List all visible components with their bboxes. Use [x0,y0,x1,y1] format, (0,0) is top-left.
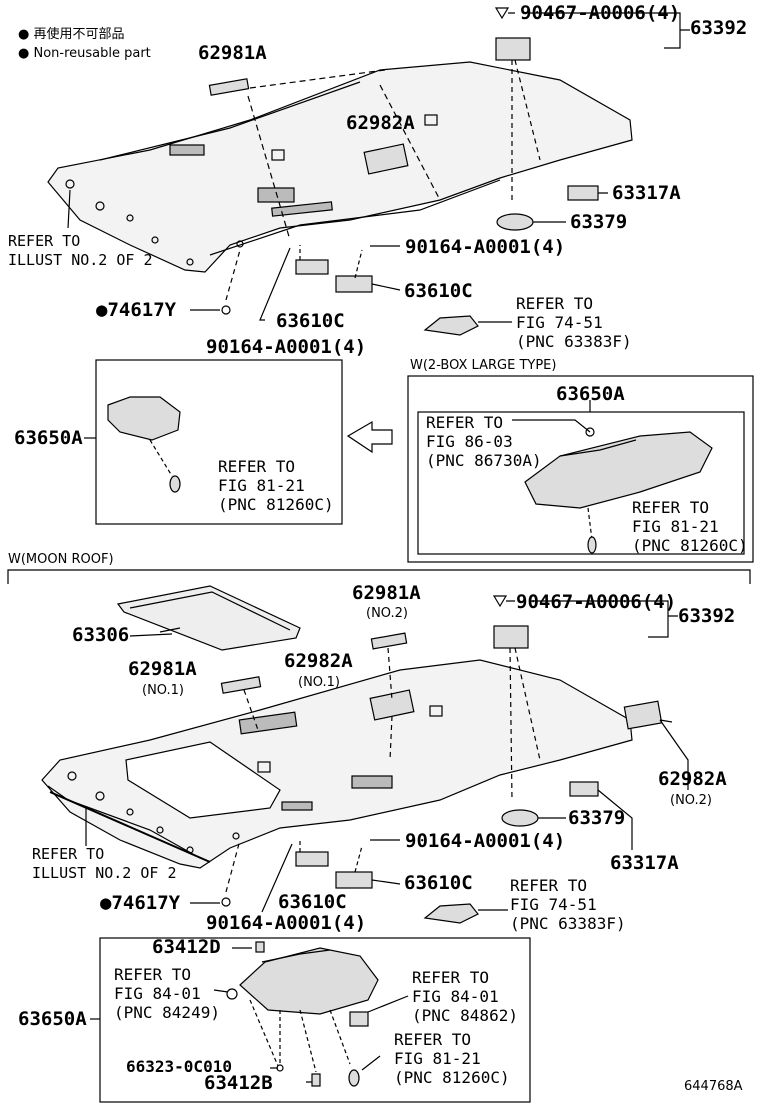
refer-86-03: REFER TO FIG 86-03 (PNC 86730A) [426,413,542,470]
clip-63317A-moon [569,781,599,797]
clip-62981A-no2 [370,632,408,650]
label-63392-moon: 63392 [678,605,736,627]
label-63412B: 63412B [204,1072,273,1094]
headliner-top [47,61,633,273]
label-62981A-no1-sub: (NO.1) [142,683,184,698]
label-90467-top: 90467-A0006(4) [520,2,681,24]
legend-en-text: Non-reusable part [33,46,151,61]
bracket-63610C-top-a [295,259,329,275]
sunvisor-holder-62982A-top [363,143,409,175]
label-62982A-top: 62982A [346,112,415,134]
label-74617Y-moon: 74617Y [100,892,181,914]
figure-id: 644768A [684,1079,743,1094]
label-90164-right-top: 90164-A0001(4) [405,236,566,258]
clip-62981A-no1 [220,676,262,694]
caption-moonroof: W(MOON ROOF) [8,552,114,567]
lamp-63383F-top [423,315,479,336]
label-63610C-left-moon: 63610C [278,891,347,913]
cap-63379-top [496,213,534,231]
refer-74-51-moon: REFER TO FIG 74-51 (PNC 63383F) [510,876,626,933]
bracket-63610C-top-b [335,275,373,293]
label-90164-left-moon: 90164-A0001(4) [206,912,367,934]
sunvisor-holder-62982A-no2 [623,700,663,730]
bracket-63392-moon [493,625,529,649]
label-74617Y-top-text: 74617Y [107,299,177,321]
legend-en: Non-reusable part [18,45,151,63]
label-63317A-moon: 63317A [610,852,679,874]
label-63412D: 63412D [152,936,221,958]
label-90164-right-moon: 90164-A0001(4) [405,830,566,852]
label-62981A-no1: 62981A [128,658,197,680]
sunshade-63306 [116,585,301,651]
refer-81-21-left: REFER TO FIG 81-21 (PNC 81260C) [218,457,334,514]
console-left [107,396,181,441]
arrow-left-indicator [346,420,393,454]
legend-jp: 再使用不可部品 [18,26,125,44]
label-63379-top: 63379 [570,211,628,233]
refer-74-51-top: REFER TO FIG 74-51 (PNC 63383F) [516,294,632,351]
console-bottom [239,947,379,1015]
label-63306: 63306 [72,624,130,646]
bracket-63610C-moon-a [295,851,329,867]
label-62981A-no2-sub: (NO.2) [366,606,408,621]
console-right [524,431,713,509]
label-90467-moon: 90467-A0006(4) [516,591,677,613]
box-right-2box [407,375,754,563]
label-63610C-right-moon: 63610C [404,872,473,894]
clip-63317A-top [567,185,599,201]
cap-63379-moon [501,809,539,827]
label-66323: 66323-0C010 [126,1057,232,1076]
moonroof-opening [125,741,281,819]
refer-illust-top: REFER TO ILLUST NO.2 OF 2 [8,232,153,269]
refer-84-01-b: REFER TO FIG 84-01 (PNC 84862) [412,968,518,1025]
label-63650A-box: 63650A [556,383,625,405]
label-62982A-no1-sub: (NO.1) [298,675,340,690]
label-63650A-left: 63650A [14,427,83,449]
label-62982A-no1: 62982A [284,650,353,672]
box-bottom-63650A [99,937,531,1103]
sunvisor-holder-62982A-no1 [369,689,415,721]
refer-84-01-a: REFER TO FIG 84-01 (PNC 84249) [114,965,220,1022]
label-74617Y-top: 74617Y [96,299,177,321]
refer-81-21-right: REFER TO FIG 81-21 (PNC 81260C) [632,498,748,555]
label-62982A-no2: 62982A [658,768,727,790]
label-62981A-top: 62981A [198,42,267,64]
label-63379-moon: 63379 [568,807,626,829]
refer-illust-moon: REFER TO ILLUST NO.2 OF 2 [32,845,177,882]
label-63610C-left-top: 63610C [276,310,345,332]
refer-81-21-bottom: REFER TO FIG 81-21 (PNC 81260C) [394,1030,510,1087]
bracket-63392-top [495,37,531,61]
label-74617Y-moon-text: 74617Y [111,892,181,914]
lamp-63383F-moon [423,903,479,924]
label-63650A-bottom: 63650A [18,1008,87,1030]
box-left-63650A [95,359,343,525]
label-63610C-right-top: 63610C [404,280,473,302]
caption-2box: W(2-BOX LARGE TYPE) [410,358,557,373]
clip-62981A-top [208,78,250,96]
label-63392-top: 63392 [690,17,748,39]
label-62981A-no2: 62981A [352,582,421,604]
label-62982A-no2-sub: (NO.2) [670,793,712,808]
legend-jp-text: 再使用不可部品 [33,27,125,42]
label-63317A-top: 63317A [612,182,681,204]
label-90164-left-top: 90164-A0001(4) [206,336,367,358]
bracket-63610C-moon-b [335,871,373,889]
